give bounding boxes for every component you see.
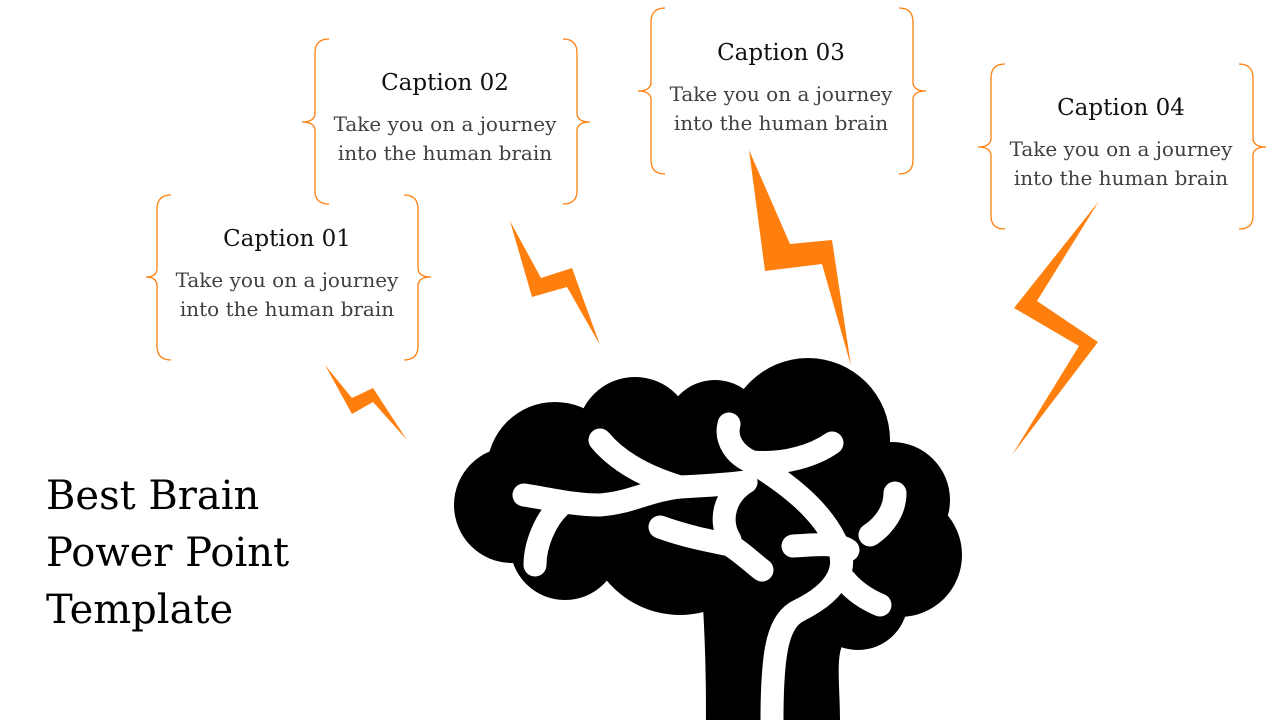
bracket-icon bbox=[977, 63, 1006, 230]
bracket-icon bbox=[403, 194, 432, 361]
slide-title-line: Template bbox=[46, 587, 234, 633]
caption-title: Caption 04 bbox=[1057, 95, 1185, 121]
bracket-icon bbox=[1238, 63, 1267, 230]
caption-01: Caption 01 Take you on a journey into th… bbox=[156, 226, 418, 324]
bracket-icon bbox=[145, 194, 172, 361]
caption-body: Take you on a journey into the human bra… bbox=[669, 81, 893, 135]
caption-title: Caption 03 bbox=[717, 40, 845, 66]
caption-02: Caption 02 Take you on a journey into th… bbox=[314, 70, 576, 168]
bracket-icon bbox=[637, 7, 666, 175]
lightning-bolt-icon bbox=[1012, 201, 1099, 455]
bracket-icon bbox=[301, 38, 330, 205]
caption-body: Take you on a journey into the human bra… bbox=[1009, 136, 1233, 190]
brain-icon bbox=[454, 358, 962, 720]
caption-title: Caption 02 bbox=[381, 70, 509, 96]
caption-body: Take you on a journey into the human bra… bbox=[175, 267, 399, 321]
lightning-bolt-icon bbox=[510, 221, 600, 345]
lightning-bolts bbox=[325, 150, 1099, 455]
lightning-bolt-icon bbox=[325, 365, 407, 440]
slide-title-line: Power Point bbox=[46, 530, 290, 576]
caption-03: Caption 03 Take you on a journey into th… bbox=[650, 40, 912, 138]
caption-body: Take you on a journey into the human bra… bbox=[333, 111, 557, 165]
caption-title: Caption 01 bbox=[223, 226, 351, 252]
caption-brackets bbox=[145, 7, 1267, 361]
bracket-icon bbox=[562, 38, 591, 205]
slide-title-line: Best Brain bbox=[46, 473, 260, 519]
caption-04: Caption 04 Take you on a journey into th… bbox=[990, 95, 1252, 193]
bracket-icon bbox=[898, 7, 927, 175]
slide-title: Best Brain Power Point Template bbox=[46, 468, 289, 639]
lightning-bolt-icon bbox=[749, 150, 851, 366]
